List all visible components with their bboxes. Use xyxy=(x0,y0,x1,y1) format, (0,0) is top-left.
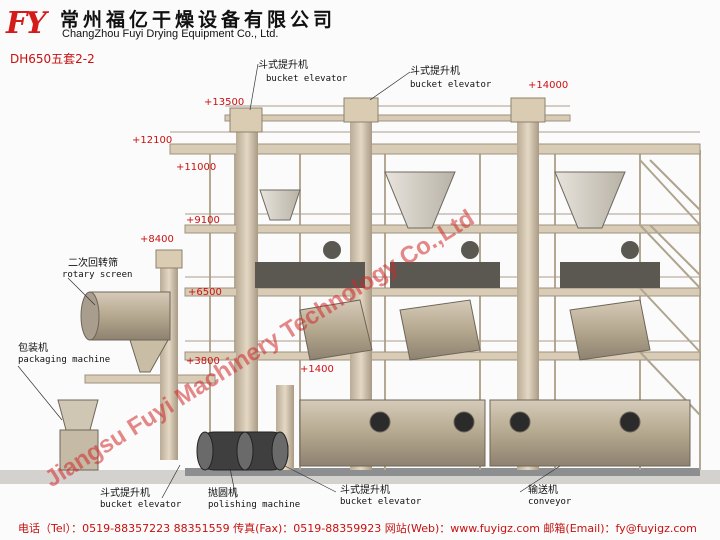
elevation-9100: +9100 xyxy=(186,215,220,226)
packaging-machine-body xyxy=(57,399,99,471)
floor-platforms xyxy=(84,114,701,384)
label-bucket-elevator-top-right-cn: 斗式提升机 xyxy=(410,66,460,77)
company-name-cn: 常州福亿干燥设备有限公司 xyxy=(60,9,337,31)
label-bucket-elevator-top-left-cn: 斗式提升机 xyxy=(258,60,308,71)
label-bucket-elevator-top-left-en: bucket elevator xyxy=(266,74,348,84)
elevation-3800: +3800 xyxy=(186,356,220,367)
ground-pipe xyxy=(185,468,700,476)
contact-footer: 电话（Tel）：0519-88357223 88351559 传真(Fax)：0… xyxy=(18,522,697,535)
company-logo: FY xyxy=(6,6,47,41)
granulators xyxy=(255,241,660,288)
hoppers xyxy=(259,171,626,229)
elevation-12100: +12100 xyxy=(132,135,173,146)
mid-drums xyxy=(299,299,651,361)
label-conveyor-en: conveyor xyxy=(528,497,572,507)
label-rotary-screen-cn: 二次回转筛 xyxy=(68,258,118,269)
leader-lines xyxy=(17,63,561,499)
label-bucket-elevator-bottom-left-cn: 斗式提升机 xyxy=(100,488,150,499)
bucket-elevator-columns xyxy=(155,97,546,470)
bottom-dryers xyxy=(299,399,691,467)
polishing-machine-body xyxy=(196,431,289,471)
label-bucket-elevator-bottom-mid-cn: 斗式提升机 xyxy=(340,485,390,496)
label-bucket-elevator-bottom-mid-en: bucket elevator xyxy=(340,497,422,507)
elevation-6500: +6500 xyxy=(188,287,222,298)
label-bucket-elevator-bottom-left-en: bucket elevator xyxy=(100,500,182,510)
label-packaging-machine-en: packaging machine xyxy=(18,355,111,365)
elevation-14000: +14000 xyxy=(528,80,569,91)
label-bucket-elevator-top-right-en: bucket elevator xyxy=(410,80,492,90)
label-polishing-machine-cn: 抛圆机 xyxy=(208,488,238,499)
elevation-11000: +11000 xyxy=(176,162,217,173)
rotary-screen-body xyxy=(80,291,171,373)
label-polishing-machine-en: polishing machine xyxy=(208,500,301,510)
company-name-en: ChangZhou Fuyi Drying Equipment Co., Ltd… xyxy=(62,28,279,40)
label-packaging-machine-cn: 包装机 xyxy=(18,343,48,354)
elevation-1400: +1400 xyxy=(300,364,334,375)
elevation-13500: +13500 xyxy=(204,97,245,108)
model-code: DH650五套2-2 xyxy=(10,52,95,66)
elevation-8400: +8400 xyxy=(140,234,174,245)
label-rotary-screen-en: rotary screen xyxy=(62,270,133,280)
label-conveyor-cn: 输送机 xyxy=(528,485,558,496)
